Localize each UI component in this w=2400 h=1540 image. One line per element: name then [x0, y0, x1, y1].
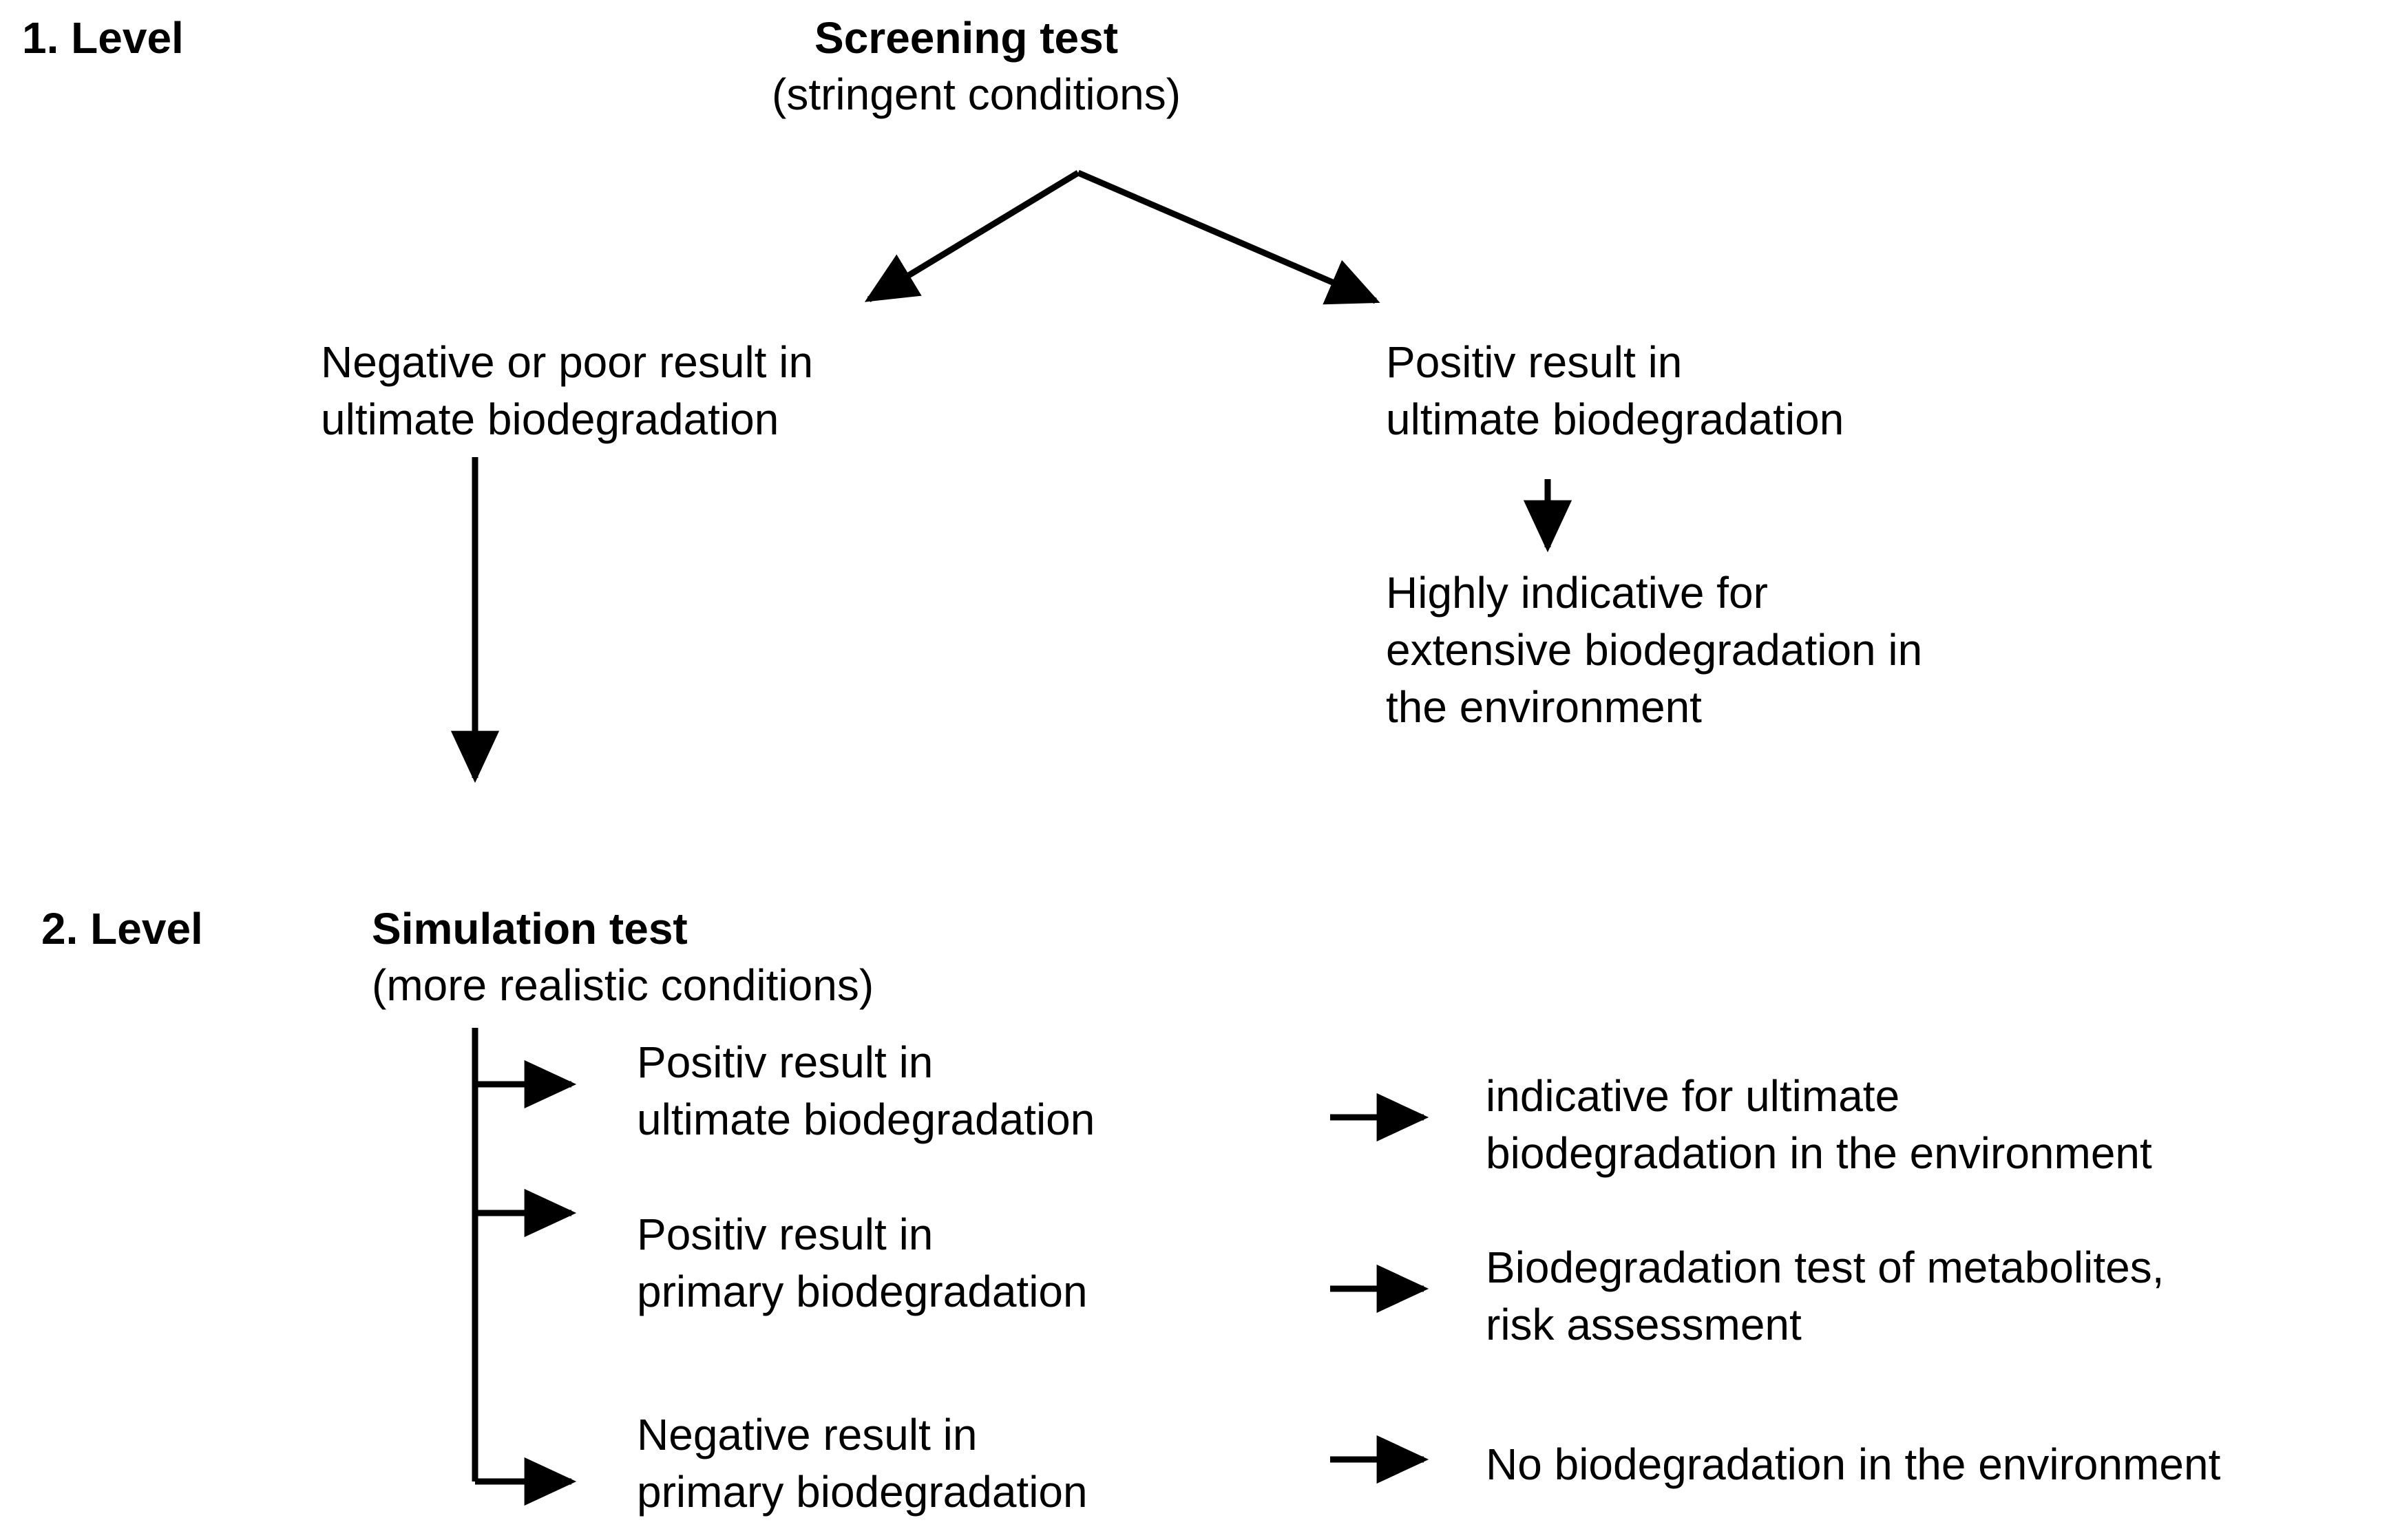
simulation-test-title: Simulation test [372, 904, 688, 953]
branch-2-outcome-line-2: risk assessment [1486, 1300, 1802, 1349]
branch-2-line-1: Positiv result in [637, 1210, 934, 1259]
branch-2-line-2: primary biodegradation [637, 1267, 1088, 1316]
negative-poor-result-line-1: Negative or poor result in [321, 337, 814, 387]
simulation-test-subtitle: (more realistic conditions) [372, 960, 874, 1010]
branch-1-outcome-line-1: indicative for ultimate [1486, 1071, 1900, 1121]
branch-1-line-1: Positiv result in [637, 1037, 934, 1087]
level-1-label: 1. Level [22, 13, 184, 63]
branch-2-outcome-line-1: Biodegradation test of metabolites, [1486, 1243, 2165, 1292]
highly-indicative-line-3: the environment [1386, 682, 1702, 732]
negative-poor-result-line-2: ultimate biodegradation [321, 394, 779, 444]
screening-test-title: Screening test [814, 13, 1119, 63]
branch-3-outcome-line-1: No biodegradation in the environment [1486, 1439, 2221, 1489]
branch-3-line-2: primary biodegradation [637, 1467, 1088, 1517]
branch-1-line-2: ultimate biodegradation [637, 1095, 1095, 1144]
highly-indicative-line-1: Highly indicative for [1386, 568, 1768, 618]
branch-1-outcome-line-2: biodegradation in the environment [1486, 1128, 2152, 1178]
positiv-ultimate-result-line-2: ultimate biodegradation [1386, 394, 1844, 444]
screening-split-connector [864, 169, 1380, 305]
screening-test-subtitle: (stringent conditions) [772, 70, 1181, 119]
level-2-label: 2. Level [41, 904, 203, 953]
positiv-ultimate-result-line-1: Positiv result in [1386, 337, 1683, 387]
highly-indicative-line-2: extensive biodegradation in [1386, 625, 1923, 675]
branch-3-line-1: Negative result in [637, 1410, 978, 1459]
